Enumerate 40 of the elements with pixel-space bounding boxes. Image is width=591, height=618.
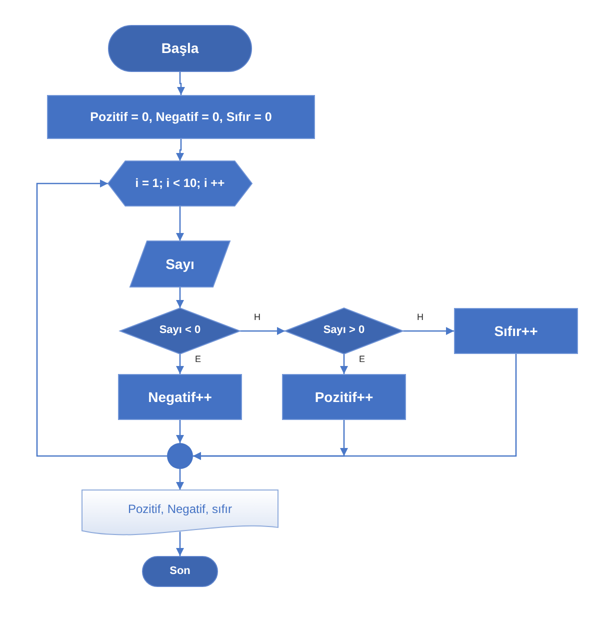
terminal-label: Son <box>170 564 190 578</box>
output-document <box>82 490 278 538</box>
decision-label: Sayı < 0 <box>159 324 201 338</box>
arrow <box>176 287 184 308</box>
arrow <box>176 532 184 556</box>
decision-diamond <box>120 308 240 354</box>
arrow <box>176 420 184 443</box>
process-box <box>47 95 315 139</box>
decision-label: Sayı > 0 <box>323 324 365 338</box>
input-label: Sayı <box>166 256 194 272</box>
edge-label: E <box>359 355 366 364</box>
arrow <box>340 354 348 374</box>
edge-label: H <box>417 313 424 322</box>
arrow <box>176 469 184 490</box>
start-terminal <box>108 25 252 72</box>
loop-label: i = 1; i < 10; i ++ <box>135 176 225 191</box>
edge-label: H <box>254 313 260 322</box>
process-label: Negatif++ <box>148 388 212 406</box>
arrow <box>36 180 167 457</box>
connector-circle <box>167 443 193 469</box>
process-label: Sıfır++ <box>494 322 538 340</box>
process-box <box>118 374 242 420</box>
process-label: Pozitif++ <box>314 388 374 406</box>
end-terminal <box>142 556 218 587</box>
arrow <box>240 327 285 335</box>
input-parallelogram <box>130 241 230 287</box>
arrow <box>176 206 184 241</box>
arrow <box>193 354 517 460</box>
edge-label: E <box>195 355 202 364</box>
output-label: Pozitif, Negatif, sıfır <box>128 502 232 517</box>
arrow <box>177 72 185 95</box>
loop-hexagon <box>108 161 252 206</box>
arrow <box>403 327 454 335</box>
decision-diamond <box>285 308 403 354</box>
arrow <box>176 354 184 374</box>
process-label: Pozitif = 0, Negatif = 0, Sıfır = 0 <box>90 110 272 124</box>
arrow <box>176 139 184 161</box>
process-box <box>282 374 406 420</box>
process-box <box>454 308 578 354</box>
terminal-label: Başla <box>161 40 199 57</box>
